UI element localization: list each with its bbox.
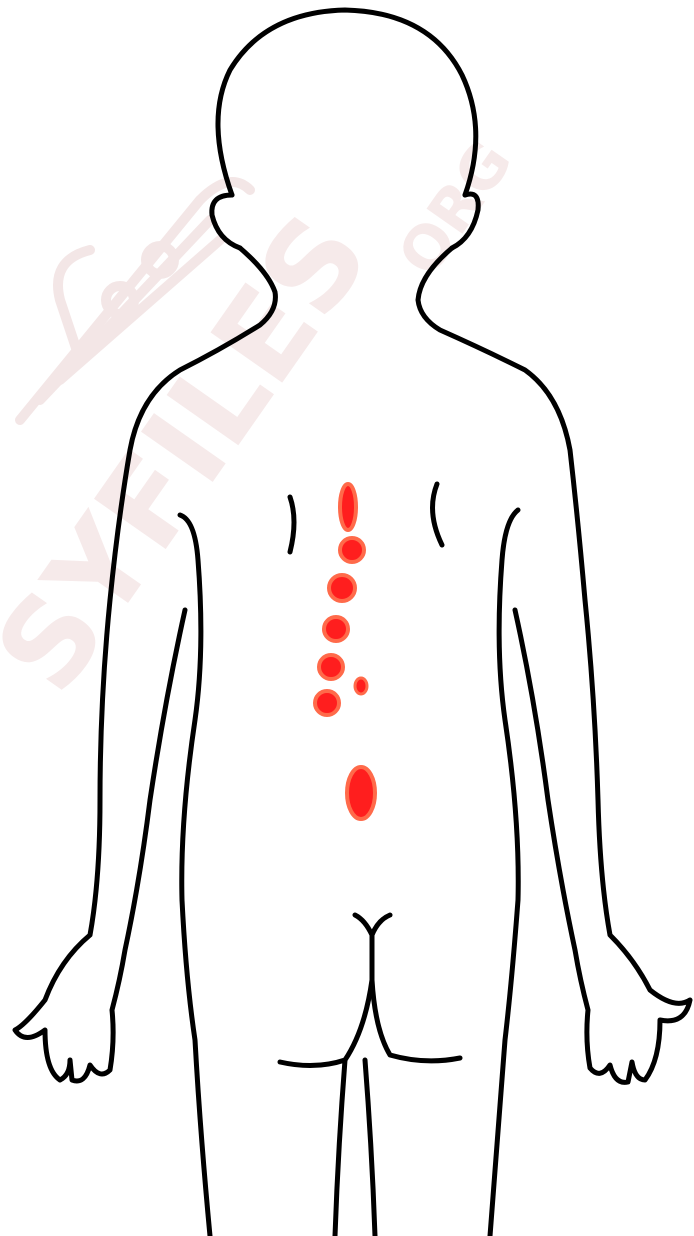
right-flank-outline: [490, 510, 518, 1236]
watermark: SYFILES ORG: [0, 128, 526, 716]
right-shoulder-blade: [433, 484, 442, 545]
right-torso-outline: [418, 248, 690, 1082]
lesion-marker: [355, 678, 367, 694]
lesion-marker: [340, 484, 356, 530]
gluteal-cleft: [280, 980, 372, 1066]
sacral-crease: [355, 915, 390, 980]
watermark-suffix: ORG: [385, 128, 526, 288]
lesion-marker: [329, 575, 355, 601]
lesion-marker: [347, 767, 375, 819]
gluteal-fold-right: [372, 980, 460, 1061]
lesion-marker: [315, 691, 339, 715]
lesion-markers: [315, 484, 375, 819]
left-inner-leg: [335, 1060, 345, 1236]
lesion-marker: [319, 655, 343, 679]
lesion-marker: [340, 538, 364, 562]
right-inner-leg: [365, 1060, 375, 1236]
head-outline: [218, 10, 476, 195]
lesion-marker: [324, 617, 348, 641]
left-shoulder-blade: [290, 497, 294, 552]
